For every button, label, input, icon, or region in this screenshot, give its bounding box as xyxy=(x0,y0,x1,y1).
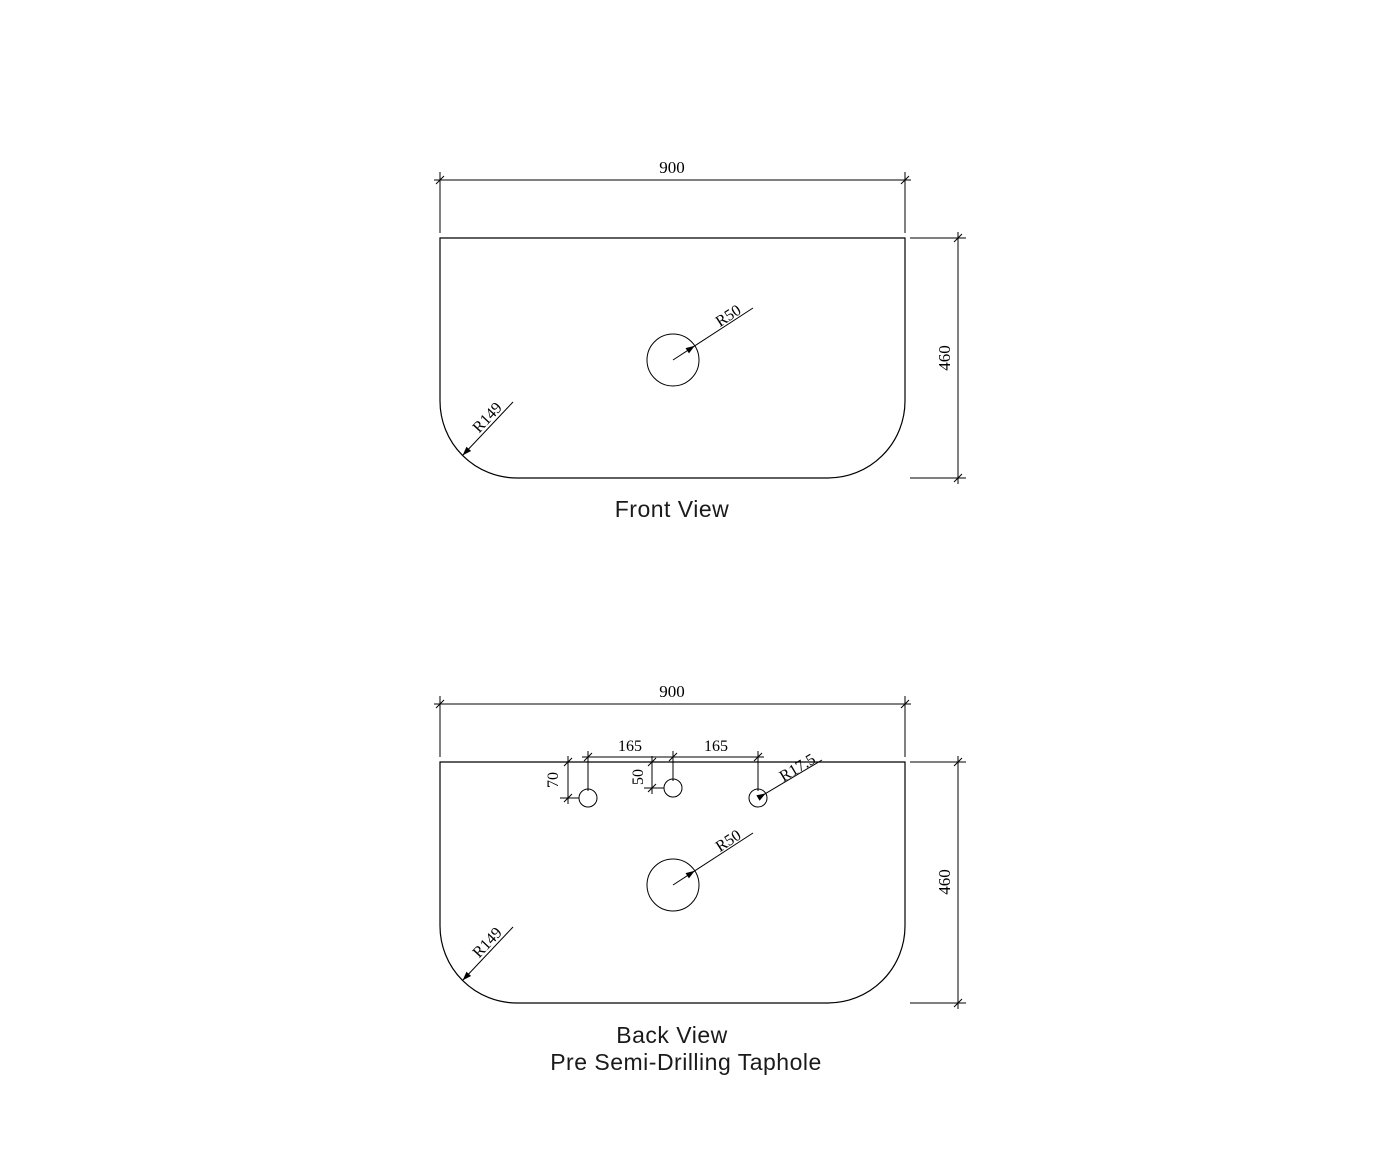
back-height-label: 460 xyxy=(935,869,954,895)
center-taphole-offset-dimension: 50 xyxy=(630,756,664,794)
front-view-drawing: 900 460 R50 R149 xyxy=(434,158,966,522)
dim-tick xyxy=(953,998,963,1008)
back-view-subtitle: Pre Semi-Drilling Taphole xyxy=(550,1049,822,1075)
back-height-dimension: 460 xyxy=(910,756,966,1009)
dim-tick xyxy=(583,752,593,762)
front-corner-radius-leader: R149 xyxy=(462,399,514,456)
front-view-title: Front View xyxy=(615,496,730,522)
back-hole-radius-leader: R50 xyxy=(672,827,754,886)
dim-tick xyxy=(647,783,657,793)
dim-tick xyxy=(900,699,910,709)
back-view-title: Back View xyxy=(616,1022,727,1048)
leader-line xyxy=(756,792,766,801)
front-panel-outline xyxy=(439,237,906,479)
front-height-label: 460 xyxy=(935,345,954,371)
back-taphole-left xyxy=(578,788,598,808)
leader-line xyxy=(694,832,754,872)
dim-tick xyxy=(668,752,678,762)
taphole-spacing-dimension: 165 165 xyxy=(582,738,764,791)
dim-tick xyxy=(563,793,573,803)
leader-line xyxy=(462,401,514,456)
back-hole-radius-label: R50 xyxy=(713,827,745,856)
front-width-label: 900 xyxy=(659,158,685,177)
front-hole-circle xyxy=(646,333,700,387)
back-width-dimension: 900 xyxy=(434,682,911,757)
back-corner-radius-label: R149 xyxy=(470,924,506,961)
back-width-label: 900 xyxy=(659,682,685,701)
front-hole-radius-label: R50 xyxy=(713,302,745,331)
center-taphole-offset-label: 50 xyxy=(630,769,647,785)
dim-tick xyxy=(953,473,963,483)
leader-line xyxy=(672,345,696,361)
side-taphole-offset-label: 70 xyxy=(545,772,562,788)
front-hole-radius-leader: R50 xyxy=(672,302,754,361)
dim-tick xyxy=(900,175,910,185)
dim-tick xyxy=(435,699,445,709)
back-hole-circle xyxy=(646,858,700,912)
back-taphole-center xyxy=(663,778,683,798)
back-view-drawing: 900 460 165 165 xyxy=(434,682,966,1075)
back-corner-radius-leader: R149 xyxy=(462,924,514,981)
dim-tick xyxy=(647,757,657,767)
taphole-radius-label: R17.5 xyxy=(777,751,819,785)
leader-line xyxy=(672,870,696,886)
dim-tick xyxy=(435,175,445,185)
back-panel-outline xyxy=(439,761,906,1004)
dim-tick xyxy=(953,233,963,243)
front-width-dimension: 900 xyxy=(434,158,911,233)
leader-line xyxy=(462,926,514,981)
front-corner-radius-label: R149 xyxy=(470,399,506,436)
side-taphole-offset-dimension: 70 xyxy=(545,756,579,804)
dim-tick xyxy=(563,757,573,767)
taphole-spacing-left-label: 165 xyxy=(618,738,642,755)
leader-line xyxy=(694,307,754,347)
leader-line xyxy=(765,759,823,794)
front-height-dimension: 460 xyxy=(910,232,966,484)
dim-tick xyxy=(753,752,763,762)
dim-tick xyxy=(953,757,963,767)
taphole-spacing-right-label: 165 xyxy=(704,738,728,755)
taphole-radius-leader: R17.5 xyxy=(756,751,823,801)
